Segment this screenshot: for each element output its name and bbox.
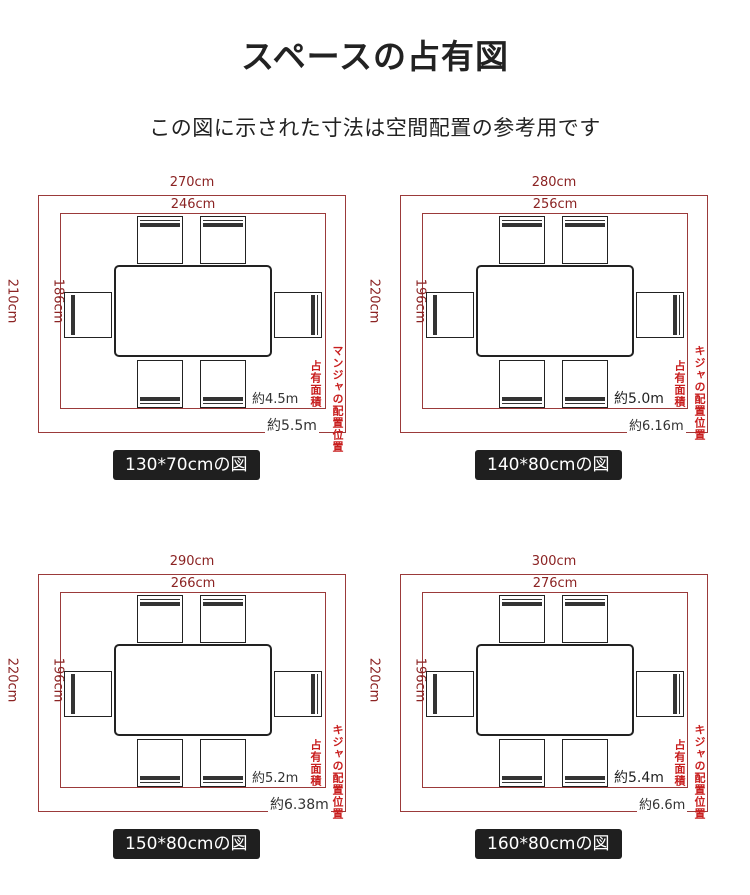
dining-table bbox=[114, 644, 272, 736]
chair-top-right bbox=[200, 595, 246, 643]
page-title: スペースの占有図 bbox=[240, 37, 510, 76]
outer-boundary bbox=[400, 574, 708, 812]
inner-width-label: 266cm bbox=[170, 576, 216, 591]
outer-width-label: 280cm bbox=[531, 175, 577, 190]
occupied-area-label: 占有面積 bbox=[673, 739, 686, 787]
layout-diagram-4: 300cm 276cm 220cm 196cm 約5.4m 約6.6m 占有面積… bbox=[362, 554, 708, 889]
placement-label: マンジャの配置位置 bbox=[331, 345, 344, 453]
inner-boundary bbox=[60, 592, 326, 788]
outer-area-label: 約6.38m bbox=[268, 794, 331, 814]
inner-area-label: 約5.2m bbox=[250, 767, 301, 786]
caption-badge: 150*80cmの図 bbox=[113, 829, 260, 859]
outer-boundary bbox=[400, 195, 708, 433]
chair-top-left bbox=[137, 216, 183, 264]
chair-top-left bbox=[499, 595, 545, 643]
chair-right bbox=[636, 292, 684, 338]
inner-boundary bbox=[422, 213, 688, 409]
chair-left bbox=[426, 292, 474, 338]
outer-width-label: 270cm bbox=[169, 175, 215, 190]
layout-diagram-3: 290cm 266cm 220cm 196cm 約5.2m 約6.38m 占有面… bbox=[0, 554, 346, 889]
occupied-area-label: 占有面積 bbox=[309, 360, 322, 408]
layout-diagram-1: 270cm 246cm 210cm 186cm 約4.5m 約5.5m 占有面積… bbox=[0, 175, 346, 510]
chair-left bbox=[64, 292, 112, 338]
chair-bottom-left bbox=[137, 739, 183, 787]
inner-area-label: 約5.4m bbox=[612, 767, 666, 787]
chair-bottom-right bbox=[562, 739, 608, 787]
chair-bottom-left bbox=[499, 739, 545, 787]
chair-right bbox=[274, 671, 322, 717]
caption-badge: 140*80cmの図 bbox=[475, 450, 622, 480]
placement-label: キジャの配置位置 bbox=[693, 724, 706, 820]
outer-area-label: 約6.6m bbox=[637, 794, 688, 813]
inner-boundary bbox=[60, 213, 326, 409]
outer-height-label: 220cm bbox=[366, 657, 382, 703]
outer-width-label: 290cm bbox=[169, 554, 215, 569]
chair-bottom-right bbox=[562, 360, 608, 408]
layout-diagram-2: 280cm 256cm 220cm 196cm 約5.0m 約6.16m 占有面… bbox=[362, 175, 708, 510]
chair-top-right bbox=[562, 595, 608, 643]
chair-top-right bbox=[562, 216, 608, 264]
caption-badge: 160*80cmの図 bbox=[475, 829, 622, 859]
outer-width-label: 300cm bbox=[531, 554, 577, 569]
chair-bottom-right bbox=[200, 739, 246, 787]
outer-height-label: 210cm bbox=[4, 278, 20, 324]
chair-left bbox=[426, 671, 474, 717]
page-subtitle: この図に示された寸法は空間配置の参考用です bbox=[149, 116, 601, 140]
placement-label: キジャの配置位置 bbox=[331, 724, 344, 820]
placement-label: キジャの配置位置 bbox=[693, 345, 706, 441]
inner-boundary bbox=[422, 592, 688, 788]
dining-table bbox=[114, 265, 272, 357]
outer-boundary bbox=[38, 195, 346, 433]
chair-bottom-left bbox=[499, 360, 545, 408]
chair-left bbox=[64, 671, 112, 717]
chair-top-left bbox=[137, 595, 183, 643]
outer-area-label: 約5.5m bbox=[265, 415, 319, 435]
dining-table bbox=[476, 644, 634, 736]
outer-height-label: 220cm bbox=[4, 657, 20, 703]
chair-bottom-right bbox=[200, 360, 246, 408]
outer-boundary bbox=[38, 574, 346, 812]
outer-area-label: 約6.16m bbox=[627, 415, 686, 434]
occupied-area-label: 占有面積 bbox=[673, 360, 686, 408]
inner-area-label: 約5.0m bbox=[612, 388, 666, 408]
inner-width-label: 276cm bbox=[532, 576, 578, 591]
chair-right bbox=[274, 292, 322, 338]
chair-top-left bbox=[499, 216, 545, 264]
inner-area-label: 約4.5m bbox=[250, 388, 301, 407]
inner-width-label: 246cm bbox=[170, 197, 216, 212]
caption-badge: 130*70cmの図 bbox=[113, 450, 260, 480]
outer-height-label: 220cm bbox=[366, 278, 382, 324]
chair-top-right bbox=[200, 216, 246, 264]
chair-right bbox=[636, 671, 684, 717]
dining-table bbox=[476, 265, 634, 357]
inner-width-label: 256cm bbox=[532, 197, 578, 212]
occupied-area-label: 占有面積 bbox=[309, 739, 322, 787]
chair-bottom-left bbox=[137, 360, 183, 408]
